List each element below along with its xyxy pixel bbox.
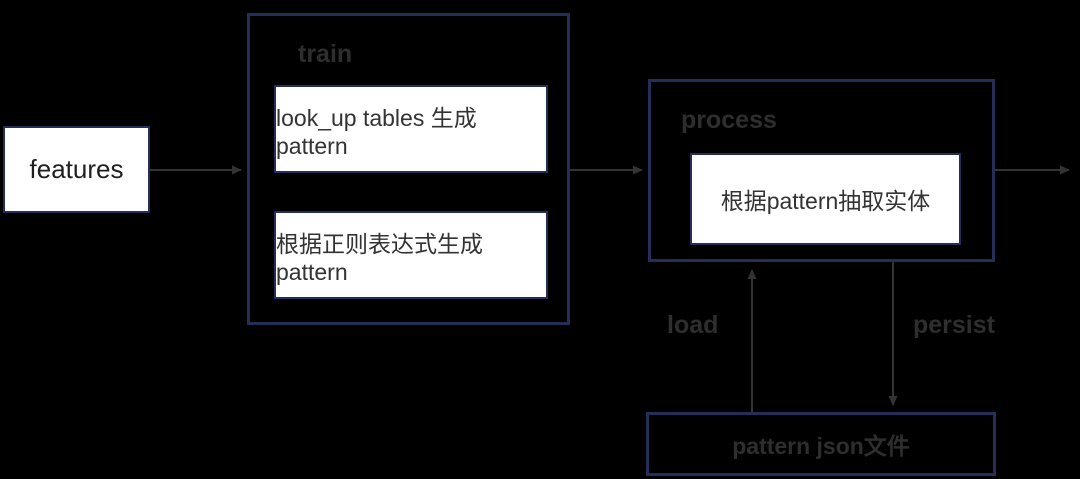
process-group-label: process	[681, 106, 777, 134]
load-edge-label: load	[667, 311, 719, 339]
train-step-regex-label: 根据正则表达式生成pattern	[276, 230, 483, 285]
process-step-extract-entities-label: 根据pattern抽取实体	[720, 188, 931, 214]
features-node: features	[3, 126, 150, 213]
train-group: train look_up tables 生成pattern 根据正则表达式生成…	[247, 13, 570, 325]
pattern-json-label: pattern json文件	[732, 433, 910, 459]
train-group-label: train	[298, 40, 353, 68]
train-step-regex: 根据正则表达式生成pattern	[274, 211, 548, 299]
train-step-lookup-tables: look_up tables 生成pattern	[274, 85, 548, 173]
process-step-extract-entities: 根据pattern抽取实体	[690, 153, 961, 245]
persist-edge-label: persist	[913, 311, 995, 339]
features-label: features	[29, 154, 124, 184]
train-step-lookup-tables-label: look_up tables 生成pattern	[276, 104, 477, 159]
process-group: process 根据pattern抽取实体	[648, 79, 995, 262]
pattern-json-node: pattern json文件	[646, 412, 996, 476]
